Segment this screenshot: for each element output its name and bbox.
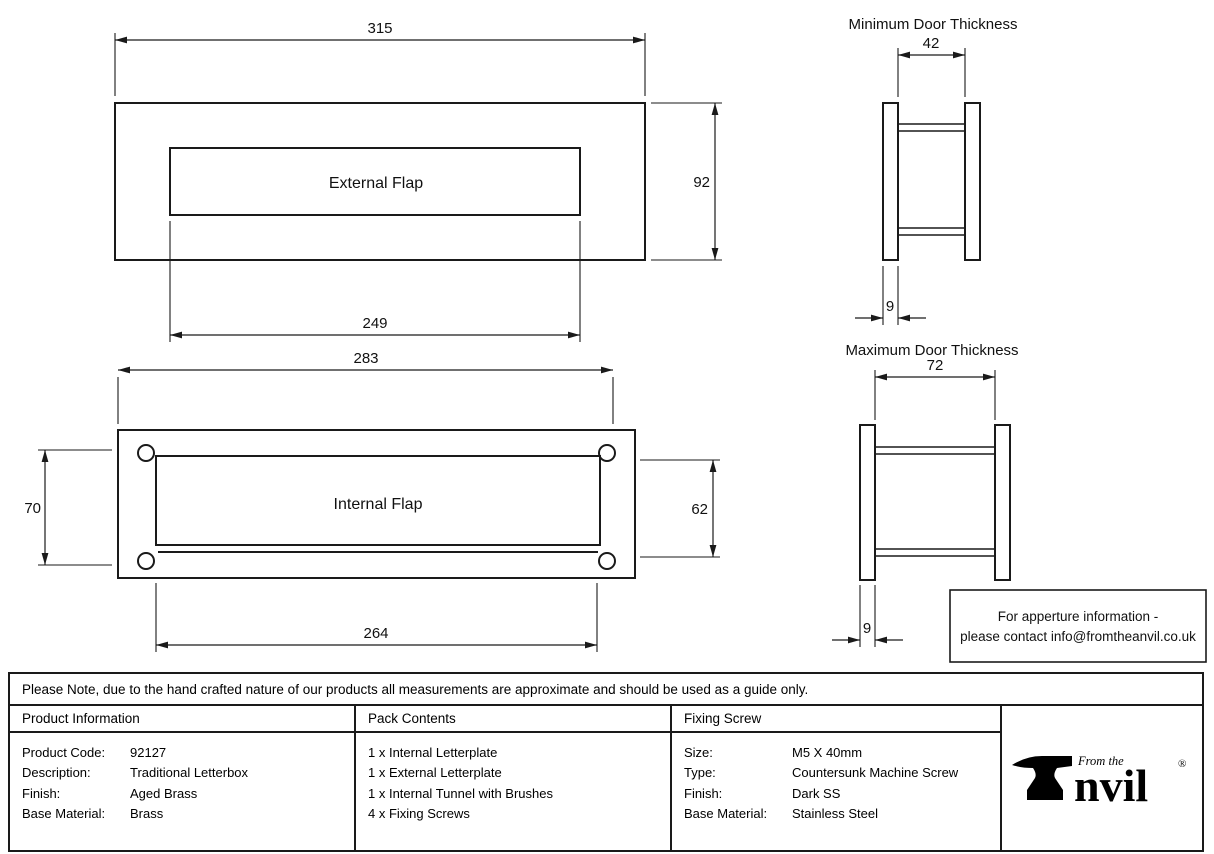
internal-plate-height-value: 70 — [24, 500, 41, 517]
base-material-row: Base Material: Brass — [22, 804, 354, 825]
pack-item: 1 x Internal Tunnel with Brushes — [368, 785, 553, 801]
finish-row: Finish: Aged Brass — [22, 783, 354, 804]
min-door-title: Minimum Door Thickness — [849, 16, 1018, 33]
min-plate-thickness-dimension: 9 — [855, 266, 926, 325]
internal-aperture-value: 264 — [363, 625, 388, 642]
min-door-thickness-drawing: Minimum Door Thickness 42 9 — [849, 16, 1018, 325]
max-plate-thickness-value: 9 — [863, 620, 871, 637]
internal-plate-height-dimension: 70 — [24, 449, 112, 566]
approximation-note-bar: Please Note, due to the hand crafted nat… — [10, 674, 1202, 706]
max-door-width-value: 72 — [927, 357, 944, 374]
pack-contents-column: Pack Contents 1 x Internal Letterplate 1… — [356, 706, 672, 850]
fixing-screw-column: Fixing Screw Size: M5 X 40mm Type: Count… — [672, 706, 1002, 850]
from-the-anvil-logo: From the nvil ® — [1012, 754, 1186, 809]
external-height-value: 92 — [693, 174, 710, 191]
product-code-label: Product Code: — [22, 744, 106, 760]
aperture-info-line2: please contact info@fromtheanvil.co.uk — [960, 629, 1196, 644]
screw-base-material-label: Base Material: — [684, 806, 768, 822]
screw-base-material-value: Stainless Steel — [792, 806, 878, 822]
screw-base-material-row: Base Material: Stainless Steel — [684, 804, 1000, 825]
description-value: Traditional Letterbox — [130, 765, 249, 781]
external-aperture-value: 249 — [362, 315, 387, 332]
internal-aperture-dimension: 264 — [155, 583, 598, 652]
pack-contents-header: Pack Contents — [356, 706, 670, 733]
finish-value: Aged Brass — [130, 785, 198, 801]
min-door-width-dimension: 42 — [897, 35, 966, 97]
finish-label: Finish: — [22, 785, 61, 801]
description-label: Description: — [22, 765, 91, 781]
min-door-width-value: 42 — [923, 35, 940, 52]
screw-finish-label: Finish: — [684, 785, 723, 801]
max-door-width-dimension: 72 — [874, 357, 996, 420]
screw-type-value: Countersunk Machine Screw — [792, 765, 959, 781]
internal-flap-label: Internal Flap — [334, 496, 423, 513]
max-plate-thickness-dimension: 9 — [832, 585, 903, 647]
pack-item: 1 x External Letterplate — [368, 765, 502, 781]
internal-width-value: 283 — [353, 350, 378, 367]
product-info-column: Product Information Product Code: 92127 … — [10, 706, 356, 850]
max-door-title: Maximum Door Thickness — [845, 342, 1018, 359]
min-plate-thickness-value: 9 — [886, 298, 894, 315]
spec-footer: Please Note, due to the hand crafted nat… — [8, 672, 1204, 852]
internal-flap-height-dimension: 62 — [640, 459, 720, 558]
aperture-info-line1: For apperture information - — [998, 609, 1159, 624]
description-row: Description: Traditional Letterbox — [22, 763, 354, 784]
external-aperture-dimension: 249 — [169, 221, 581, 342]
spec-table: Product Information Product Code: 92127 … — [10, 706, 1202, 850]
aperture-info-box: For apperture information - please conta… — [949, 589, 1207, 663]
screw-finish-row: Finish: Dark SS — [684, 783, 1000, 804]
logo-cell: From the nvil ® — [1002, 706, 1202, 850]
external-height-dimension: 92 — [651, 102, 722, 261]
internal-width-dimension: 283 — [117, 350, 614, 424]
screw-holes — [137, 444, 616, 570]
fixing-screw-header: Fixing Screw — [672, 706, 1000, 733]
screw-size-label: Size: — [684, 744, 713, 760]
product-code-row: Product Code: 92127 — [22, 742, 354, 763]
internal-flap-drawing: 283 Internal Flap 70 — [24, 350, 720, 652]
screw-size-row: Size: M5 X 40mm — [684, 742, 1000, 763]
screw-type-label: Type: — [684, 765, 716, 781]
registered-trademark-symbol: ® — [1178, 758, 1186, 770]
screw-finish-value: Dark SS — [792, 785, 841, 801]
base-material-label: Base Material: — [22, 806, 106, 822]
product-info-header: Product Information — [10, 706, 354, 733]
pack-item: 1 x Internal Letterplate — [368, 744, 498, 760]
logo-brand-text: nvil — [1074, 760, 1148, 809]
technical-drawing: External Flap 315 92 249 — [24, 16, 1207, 663]
internal-flap-height-value: 62 — [691, 501, 708, 518]
logo-from-the-text: From the — [1077, 754, 1124, 768]
product-code-value: 92127 — [130, 744, 167, 760]
external-width-value: 315 — [367, 20, 392, 37]
external-width-dimension: 315 — [114, 20, 646, 96]
external-flap-label: External Flap — [329, 175, 423, 192]
external-flap-drawing: External Flap 315 92 249 — [114, 20, 722, 342]
approximation-note: Please Note, due to the hand crafted nat… — [22, 681, 809, 697]
screw-size-value: M5 X 40mm — [792, 744, 863, 760]
pack-item: 4 x Fixing Screws — [368, 806, 470, 822]
anvil-a-icon — [1012, 756, 1072, 800]
base-material-value: Brass — [130, 806, 164, 822]
max-door-thickness-drawing: Maximum Door Thickness 72 9 — [832, 342, 1019, 647]
screw-type-row: Type: Countersunk Machine Screw — [684, 763, 1000, 784]
